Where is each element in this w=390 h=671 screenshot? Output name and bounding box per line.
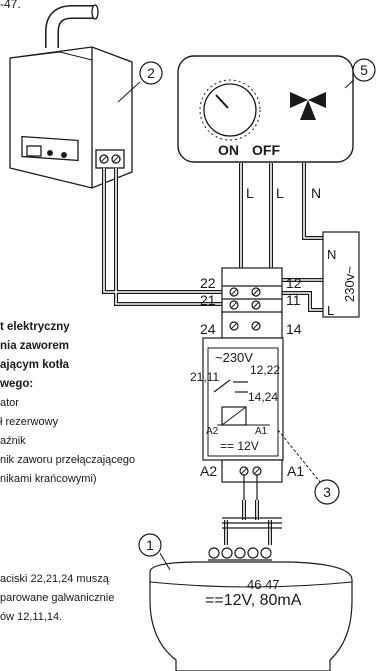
relay-bottom-terminals [221,459,283,483]
relay-coil-voltage: == 12V [220,439,259,453]
svg-text:12: 12 [286,275,302,291]
svg-text:1: 1 [146,537,154,553]
callout-1: 1 [138,533,171,571]
svg-text:14: 14 [286,321,302,337]
boiler-display [26,145,42,157]
svg-text:11: 11 [286,292,301,308]
terminal-a2: A2 [200,463,217,479]
relay-coil-a2: A2 [206,426,219,437]
legend-item: ator [0,397,19,409]
actuator-rating: ==12V, 80mA [205,592,302,609]
relay-coil-a1: A1 [255,426,268,437]
off-label: OFF [252,142,280,158]
boiler-knob-2 [61,152,67,158]
svg-text:21: 21 [200,292,216,308]
relay-contacts-14-24: 14,24 [248,390,278,404]
supply-voltage: 230v~ [342,266,357,302]
power-supply-box [322,231,360,318]
legend-item: nik zaworu przełączającego [0,454,136,466]
svg-text:24: 24 [200,321,216,337]
svg-text:3: 3 [323,484,331,500]
relay-contacts-12-22: 12,22 [250,363,280,377]
wiring-note: aciski 22,21,24 muszą parowane galwanicz… [0,570,160,627]
terminal-numbers: 22 21 24 12 11 14 [200,275,302,337]
actuator [149,547,353,671]
svg-text:5: 5 [360,62,368,78]
actuator-cable [222,517,282,529]
boiler-flue-pipe-inner [46,6,95,48]
actuator-terminal-strip [208,547,272,561]
relay [202,337,284,461]
relay-terminal-block [221,267,283,339]
supply-l-label: L [327,303,334,318]
legend-item: aźnik [0,435,26,447]
on-label: ON [218,142,239,158]
boiler [9,4,133,189]
boiler-knob-1 [47,150,53,156]
thermostat-dial [199,79,261,141]
legend-title-line: nia zaworem [0,340,70,352]
wire-label-l-2: L [276,185,284,201]
relay-voltage-ac: ~230V [215,350,253,365]
relay-contacts-21-11: 21,11 [190,370,219,384]
legend-title-line: ającym kotła [0,359,70,371]
note-line: aciski 22,21,24 muszą [0,573,109,585]
supply-n-label: N [327,247,336,262]
actuator-body [149,561,353,671]
power-supply: N L 230v~ [322,231,360,318]
relay-inner [207,347,279,457]
terminal-a1: A1 [287,463,304,479]
actuator-terminal-numbers: 46 47 [247,577,280,592]
legend: t elektryczny nia zaworem ającym kotła w… [0,318,200,489]
svg-text:2: 2 [147,65,155,81]
callout-3: 3 [277,429,340,505]
legend-item: ł rezerwowy [0,416,59,428]
legend-item: nikami krańcowymi) [0,473,97,485]
valve-symbol-icon [290,92,326,120]
legend-title-line: t elektryczny [0,321,70,333]
thermostat: ON OFF [177,55,354,163]
callout-2: 2 [117,61,163,103]
legend-title-line: wego: [0,378,34,390]
note-line: ów 12,11,14. [0,611,63,623]
thermostat-body [177,55,354,163]
note-line: parowane galwanicznie [0,592,115,604]
svg-text:22: 22 [200,275,216,291]
header-fragment: -47. [0,0,21,11]
relay-labels: ~230V 12,22 21,11 14,24 A2 A1 == 12V [190,350,280,453]
wire-label-n: N [311,185,321,201]
wire-label-l-1: L [246,185,254,201]
callout-5: 5 [344,58,376,89]
